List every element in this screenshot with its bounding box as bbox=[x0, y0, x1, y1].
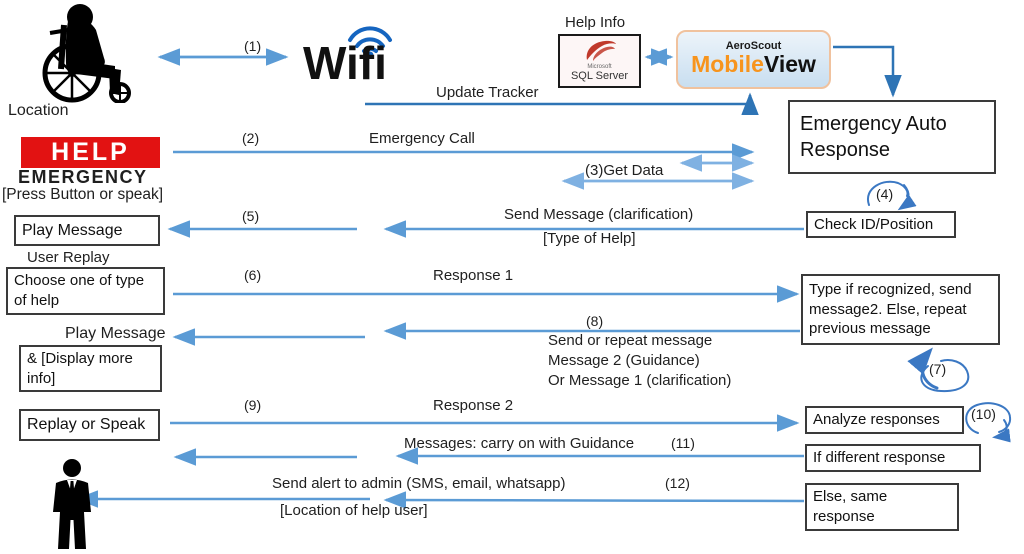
user-replay-label: User Replay bbox=[27, 249, 110, 266]
step-6-label: (6) bbox=[244, 267, 262, 283]
play-message-box: Play Message bbox=[14, 215, 160, 246]
send-or-repeat-label: Send or repeat message bbox=[548, 332, 713, 349]
help-info-label: Help Info bbox=[565, 14, 626, 31]
arrow-11-carry-on bbox=[173, 447, 804, 466]
send-alert-label: Send alert to admin (SMS, email, whatsap… bbox=[272, 475, 566, 492]
wifi-signal-icon bbox=[348, 26, 392, 58]
response1-label: Response 1 bbox=[433, 267, 514, 284]
choose-help-box: Choose one of type of help bbox=[6, 267, 165, 315]
step-9-label: (9) bbox=[244, 397, 262, 413]
step-11-label: (11) bbox=[671, 435, 695, 451]
arrow-update-tracker bbox=[365, 92, 759, 115]
mobileview-word1: Mobile bbox=[691, 51, 764, 78]
step-2-label: (2) bbox=[242, 130, 260, 146]
response2-label: Response 2 bbox=[433, 397, 514, 414]
step-10-label: (10) bbox=[971, 406, 996, 422]
wheelchair-user-icon bbox=[42, 4, 131, 103]
type-of-help-label: [Type of Help] bbox=[543, 230, 636, 247]
type-if-recognized-box: Type if recognized, send message2. Else,… bbox=[801, 274, 1000, 345]
step-8-label: (8) bbox=[586, 313, 604, 329]
arrow-12-send-alert bbox=[75, 490, 805, 509]
help-sign[interactable]: HELP bbox=[21, 137, 160, 168]
analyze-responses-box: Analyze responses bbox=[805, 406, 964, 434]
emergency-call-label: Emergency Call bbox=[369, 130, 475, 147]
aeroscout-brand-label: AeroScout bbox=[725, 40, 782, 53]
help-sign-word: HELP bbox=[51, 138, 130, 166]
else-same-response-box: Else, same response bbox=[805, 483, 959, 531]
if-different-response-box: If different response bbox=[805, 444, 981, 472]
emergency-auto-response-box: Emergency Auto Response bbox=[788, 100, 996, 174]
arrow-mobileview-ear bbox=[833, 45, 902, 98]
step-1-label: (1) bbox=[244, 38, 262, 54]
admin-person-icon bbox=[53, 459, 91, 549]
sql-server-box: Microsoft SQL Server bbox=[558, 34, 641, 88]
location-of-user-label: [Location of help user] bbox=[280, 502, 428, 519]
display-more-info-box: & [Display more info] bbox=[19, 345, 162, 392]
check-id-position-box: Check ID/Position bbox=[806, 211, 956, 238]
step-7-label: (7) bbox=[929, 361, 947, 377]
send-message-label: Send Message (clarification) bbox=[504, 206, 694, 223]
mobileview-wordmark: MobileView bbox=[691, 52, 816, 77]
get-data-label: (3)Get Data bbox=[585, 162, 664, 179]
or-message1-label: Or Message 1 (clarification) bbox=[548, 372, 732, 389]
step-12-label: (12) bbox=[665, 475, 690, 491]
step-5-label: (5) bbox=[242, 208, 260, 224]
play-message2-label: Play Message bbox=[65, 325, 166, 342]
location-label: Location bbox=[8, 102, 69, 119]
sql-server-logo-icon bbox=[586, 40, 616, 61]
wifi-wordmark: Wifi bbox=[303, 37, 387, 89]
wifi-logo: Wifi bbox=[303, 20, 413, 92]
message2-label: Message 2 (Guidance) bbox=[548, 352, 700, 369]
emergency-label: EMERGENCY bbox=[18, 167, 148, 187]
mobileview-box: AeroScout MobileView bbox=[676, 30, 831, 89]
sql-name-label: SQL Server bbox=[570, 70, 629, 82]
carry-on-label: Messages: carry on with Guidance bbox=[404, 435, 635, 452]
sql-brand-label: Microsoft bbox=[587, 64, 612, 70]
step-4-label: (4) bbox=[876, 186, 894, 202]
mobileview-word2: View bbox=[763, 51, 816, 78]
press-button-label: [Press Button or speak] bbox=[2, 186, 164, 203]
replay-or-speak-box: Replay or Speak bbox=[19, 409, 160, 441]
update-tracker-label: Update Tracker bbox=[436, 84, 539, 101]
